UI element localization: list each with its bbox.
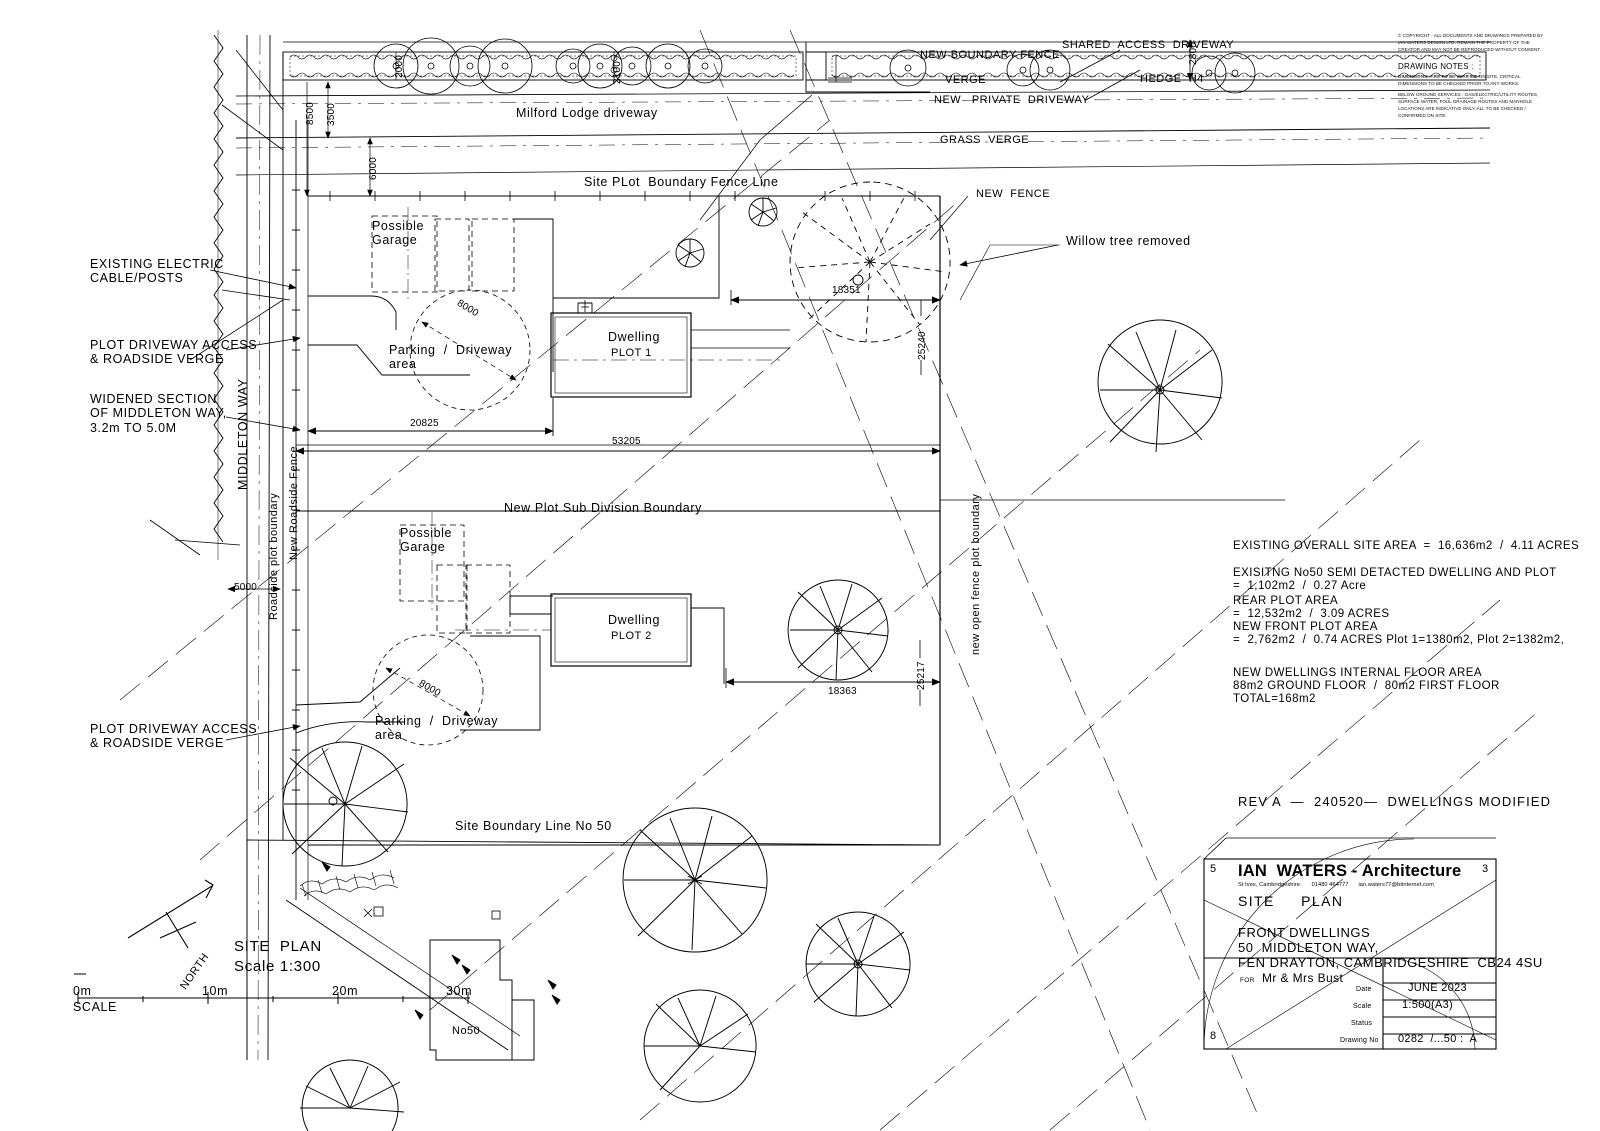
label-shared-access-driveway: SHARED ACCESS DRIVEWAY xyxy=(1062,39,1235,51)
dim-8500: 8500 xyxy=(305,101,316,125)
field-label-drawing-no: Drawing No xyxy=(1340,1037,1379,1044)
label-plot2: PLOT 2 xyxy=(611,630,652,642)
area-note-line-5: REAR PLOT AREA xyxy=(1233,595,1339,607)
floor-area-line-2: 88m2 GROUND FLOOR / 80m2 FIRST FLOOR xyxy=(1233,680,1500,692)
scale-tick-0m: 0m xyxy=(73,984,92,998)
area-note-line-4: = 1,102m2 / 0.27 Acre xyxy=(1233,580,1367,592)
label-plot1: PLOT 1 xyxy=(611,347,652,359)
dim-18351: 18351 xyxy=(832,285,861,296)
label-possible-garage-plot2: Possible Garage xyxy=(400,526,453,555)
label-possible-garage-plot1: Possible Garage xyxy=(372,219,425,248)
field-value-drawing-no: 0282 /...50 : A xyxy=(1398,1033,1478,1045)
practice-name: IAN WATERS - Architecture xyxy=(1238,862,1462,880)
label-middleton-way: MIDDLETON WAY xyxy=(236,378,250,490)
label-new-boundary-fence: NEW BOUNDARY FENCE xyxy=(920,49,1061,61)
callout-widened-section: WIDENED SECTION OF MIDDLETON WAY, 3.2m T… xyxy=(90,392,227,435)
field-label-date: Date xyxy=(1356,986,1372,993)
titleblock-corner-tl: 5 xyxy=(1210,863,1217,875)
area-note-line-1: EXISTING OVERALL SITE AREA = 16,636m2 / … xyxy=(1233,540,1580,552)
label-milford-lodge-driveway: Milford Lodge driveway xyxy=(516,106,658,120)
copyright-text: © COPYRIGHT - ALL DOCUMENTS AND DRAWINGS… xyxy=(1398,33,1544,52)
label-new-fence: NEW FENCE xyxy=(976,188,1051,200)
drawing-note-2: BELOW GROUND SERVICES : GAS/ELECTRIC/UTI… xyxy=(1398,92,1539,118)
label-new-private-driveway: NEW PRIVATE DRIVEWAY xyxy=(934,94,1090,106)
dim-2000: 2000 xyxy=(394,54,405,78)
area-note-line-7: NEW FRONT PLOT AREA xyxy=(1233,621,1378,633)
label-hedge: HEDGE H4 xyxy=(1140,73,1204,85)
dim-25217: 25217 xyxy=(916,661,927,690)
dim-2100: 2100 xyxy=(612,60,623,84)
scale-bar-word: SCALE xyxy=(73,1000,117,1014)
floor-area-line-1: NEW DWELLINGS INTERNAL FLOOR AREA xyxy=(1233,667,1482,679)
scale-tick-20m: 20m xyxy=(332,984,359,998)
scale-note: Scale 1:300 xyxy=(234,958,321,975)
callout-existing-electric: EXISTING ELECTRIC CABLE/POSTS xyxy=(90,257,224,286)
site-plan-label: SITE PLAN xyxy=(234,938,322,955)
field-value-scale: 1:500(A3) xyxy=(1402,999,1454,1011)
callout-plot-driveway-access-top: PLOT DRIVEWAY ACCESS & ROADSIDE VERGE xyxy=(90,338,258,367)
field-label-status: Status xyxy=(1351,1020,1373,1027)
area-note-line-3: EXISITNG No50 SEMI DETACTED DWELLING AND… xyxy=(1233,567,1557,579)
titleblock-corner-bl: 8 xyxy=(1210,1030,1217,1042)
project-line-1: FRONT DWELLINGS xyxy=(1238,925,1371,940)
scale-tick-30m: 30m xyxy=(446,984,473,998)
dim-3500: 3500 xyxy=(326,102,337,126)
drawing-notes-heading: DRAWING NOTES : xyxy=(1398,62,1474,71)
project-line-2: 50 MIDDLETON WAY, xyxy=(1238,940,1379,955)
label-parking-driveway-plot2: Parking / Driveway area xyxy=(375,714,499,743)
area-note-line-8: = 2,762m2 / 0.74 ACRES Plot 1=1380m2, Pl… xyxy=(1233,634,1565,646)
titleblock-corner-tr: 3 xyxy=(1482,863,1489,875)
label-willow-tree-removed: Willow tree removed xyxy=(1066,234,1191,248)
label-dwelling-plot2: Dwelling xyxy=(608,613,661,627)
label-verge: VERGE xyxy=(945,74,987,86)
label-dwelling-plot1: Dwelling xyxy=(608,330,661,344)
drawing-note-1: DIMENSIONS : ARE TO BE VERIFIED ON SITE,… xyxy=(1398,74,1521,86)
label-site-boundary-line-no50: Site Boundary Line No 50 xyxy=(455,819,612,833)
floor-area-line-3: TOTAL=168m2 xyxy=(1233,693,1316,705)
client-name: Mr & Mrs Bust xyxy=(1262,971,1344,985)
revision-note: REV A — 240520— DWELLINGS MODIFIED xyxy=(1238,794,1552,809)
dim-18363: 18363 xyxy=(828,686,857,697)
dim-2800: 2800 xyxy=(1188,41,1199,65)
label-grass-verge: GRASS VERGE xyxy=(940,134,1030,146)
practice-contact: St Ives, Cambridgeshire. 01480 464777 ia… xyxy=(1238,882,1435,888)
dim-20825: 20825 xyxy=(410,418,439,429)
label-new-open-fence-plot-boundary: new open fence plot boundary xyxy=(970,493,982,655)
dim-6000-top: 6000 xyxy=(368,156,379,180)
area-note-line-6: = 12,532m2 / 3.09 ACRES xyxy=(1233,608,1390,620)
callout-plot-driveway-access-bottom: PLOT DRIVEWAY ACCESS & ROADSIDE VERGE xyxy=(90,722,258,751)
field-value-date: JUNE 2023 xyxy=(1408,982,1467,994)
label-site-plot-boundary-fence-line: Site PLot Boundary Fence Line xyxy=(584,175,779,189)
project-line-3: FEN DRAYTON, CAMBRIDGESHIRE CB24 4SU xyxy=(1238,955,1543,970)
label-parking-driveway-plot1: Parking / Driveway area xyxy=(389,343,513,372)
dim-5000: 5000 xyxy=(234,582,258,593)
scale-tick-10m: 10m xyxy=(202,984,229,998)
titleblock-drawing-title: SITE PLAN xyxy=(1238,893,1344,909)
label-roadside-plot-boundary: Roadside plot boundary xyxy=(268,492,280,620)
label-new-plot-sub-division-boundary: New Plot Sub Division Boundary xyxy=(504,501,702,515)
dim-25240: 25240 xyxy=(917,331,928,360)
dim-53205: 53205 xyxy=(612,436,641,447)
label-no50: No50 xyxy=(452,1025,481,1037)
label-new-roadside-fence: New Roadside Fence xyxy=(288,445,300,560)
field-label-scale: Scale xyxy=(1353,1003,1372,1010)
client-for-label: FOR xyxy=(1240,977,1255,984)
